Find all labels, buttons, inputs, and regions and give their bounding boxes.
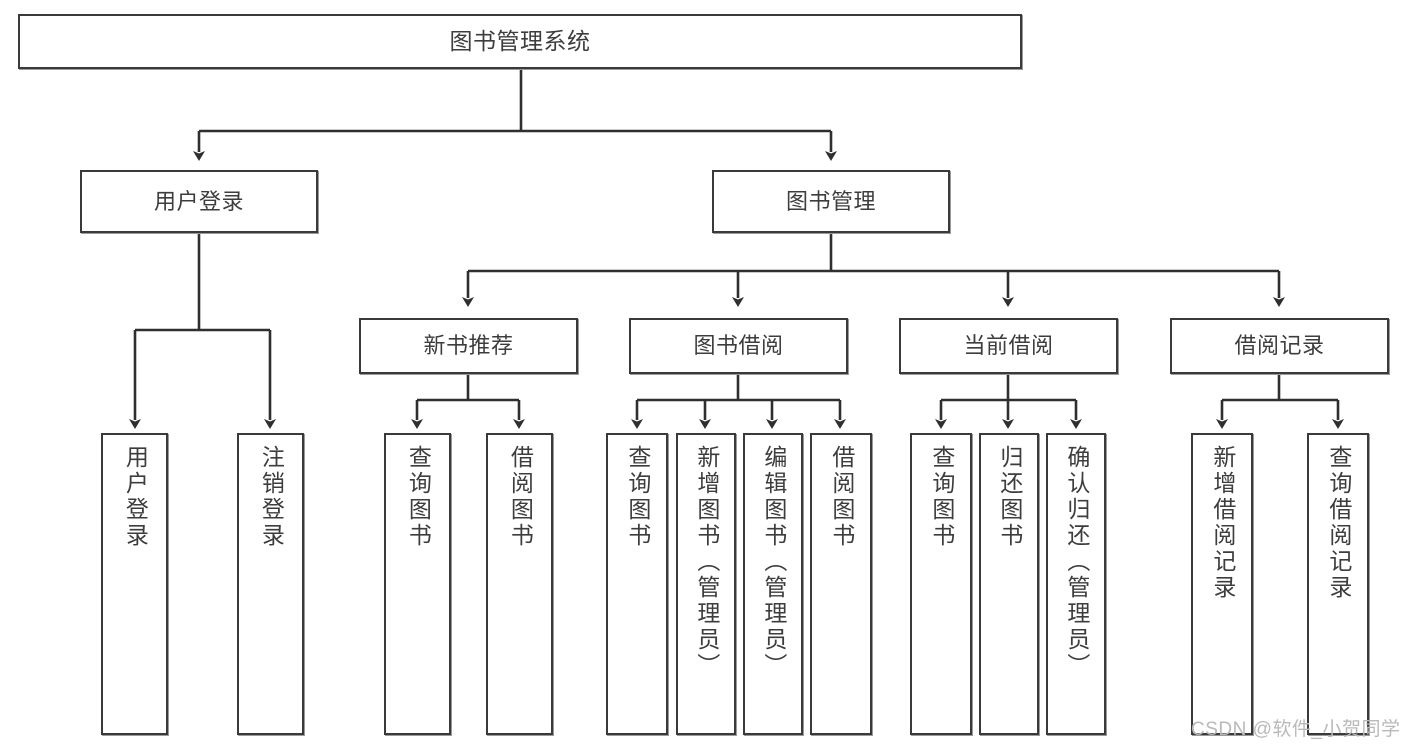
node-book-management-label: 图书管理 <box>785 188 876 214</box>
node-book-borrow-label: 图书借阅 <box>693 333 784 359</box>
node-current-borrow-label: 当前借阅 <box>963 333 1054 359</box>
node-leaf-return-book[interactable]: 归还图书 <box>979 433 1039 735</box>
node-leaf-confirm-return[interactable]: 确认归还（管理员） <box>1046 433 1106 735</box>
node-borrow-record-label: 借阅记录 <box>1234 333 1325 359</box>
node-leaf-query-book-2[interactable]: 查询图书 <box>606 433 668 735</box>
node-leaf-borrow-book-1-label: 借阅图书 <box>507 445 534 549</box>
node-leaf-user-login[interactable]: 用户登录 <box>101 433 168 735</box>
node-book-borrow[interactable]: 图书借阅 <box>629 318 848 374</box>
node-new-book-recommend[interactable]: 新书推荐 <box>359 318 578 374</box>
node-user-login-label: 用户登录 <box>153 188 244 214</box>
node-leaf-query-book-1-label: 查询图书 <box>405 445 432 549</box>
node-leaf-add-record[interactable]: 新增借阅记录 <box>1191 433 1253 735</box>
node-leaf-borrow-book-2-label: 借阅图书 <box>828 445 855 549</box>
node-leaf-return-book-label: 归还图书 <box>996 445 1023 549</box>
node-leaf-edit-book[interactable]: 编辑图书（管理员） <box>743 433 803 735</box>
node-leaf-query-book-2-label: 查询图书 <box>624 445 651 549</box>
node-leaf-query-book-3[interactable]: 查询图书 <box>910 433 972 735</box>
node-new-book-recommend-label: 新书推荐 <box>423 333 514 359</box>
node-user-login[interactable]: 用户登录 <box>80 170 318 233</box>
node-leaf-query-record-label: 查询借阅记录 <box>1325 445 1352 601</box>
node-leaf-query-book-3-label: 查询图书 <box>928 445 955 549</box>
node-leaf-logout-label: 注销登录 <box>258 445 285 549</box>
node-root-label: 图书管理系统 <box>449 28 591 55</box>
node-leaf-add-book[interactable]: 新增图书（管理员） <box>676 433 736 735</box>
node-leaf-confirm-return-label: 确认归还（管理员） <box>1063 445 1090 679</box>
watermark: CSDN @软件_小贺同学 <box>1191 719 1401 740</box>
node-leaf-add-book-label: 新增图书（管理员） <box>693 445 720 679</box>
node-book-management[interactable]: 图书管理 <box>712 170 950 233</box>
node-leaf-user-login-label: 用户登录 <box>122 445 149 549</box>
node-leaf-query-book-1[interactable]: 查询图书 <box>384 433 451 735</box>
node-root[interactable]: 图书管理系统 <box>18 14 1022 69</box>
node-current-borrow[interactable]: 当前借阅 <box>899 318 1118 374</box>
node-leaf-borrow-book-1[interactable]: 借阅图书 <box>486 433 553 735</box>
node-leaf-add-record-label: 新增借阅记录 <box>1209 445 1236 601</box>
node-leaf-query-record[interactable]: 查询借阅记录 <box>1307 433 1369 735</box>
node-borrow-record[interactable]: 借阅记录 <box>1170 318 1389 374</box>
node-leaf-logout[interactable]: 注销登录 <box>237 433 304 735</box>
node-leaf-borrow-book-2[interactable]: 借阅图书 <box>810 433 872 735</box>
node-leaf-edit-book-label: 编辑图书（管理员） <box>760 445 787 679</box>
